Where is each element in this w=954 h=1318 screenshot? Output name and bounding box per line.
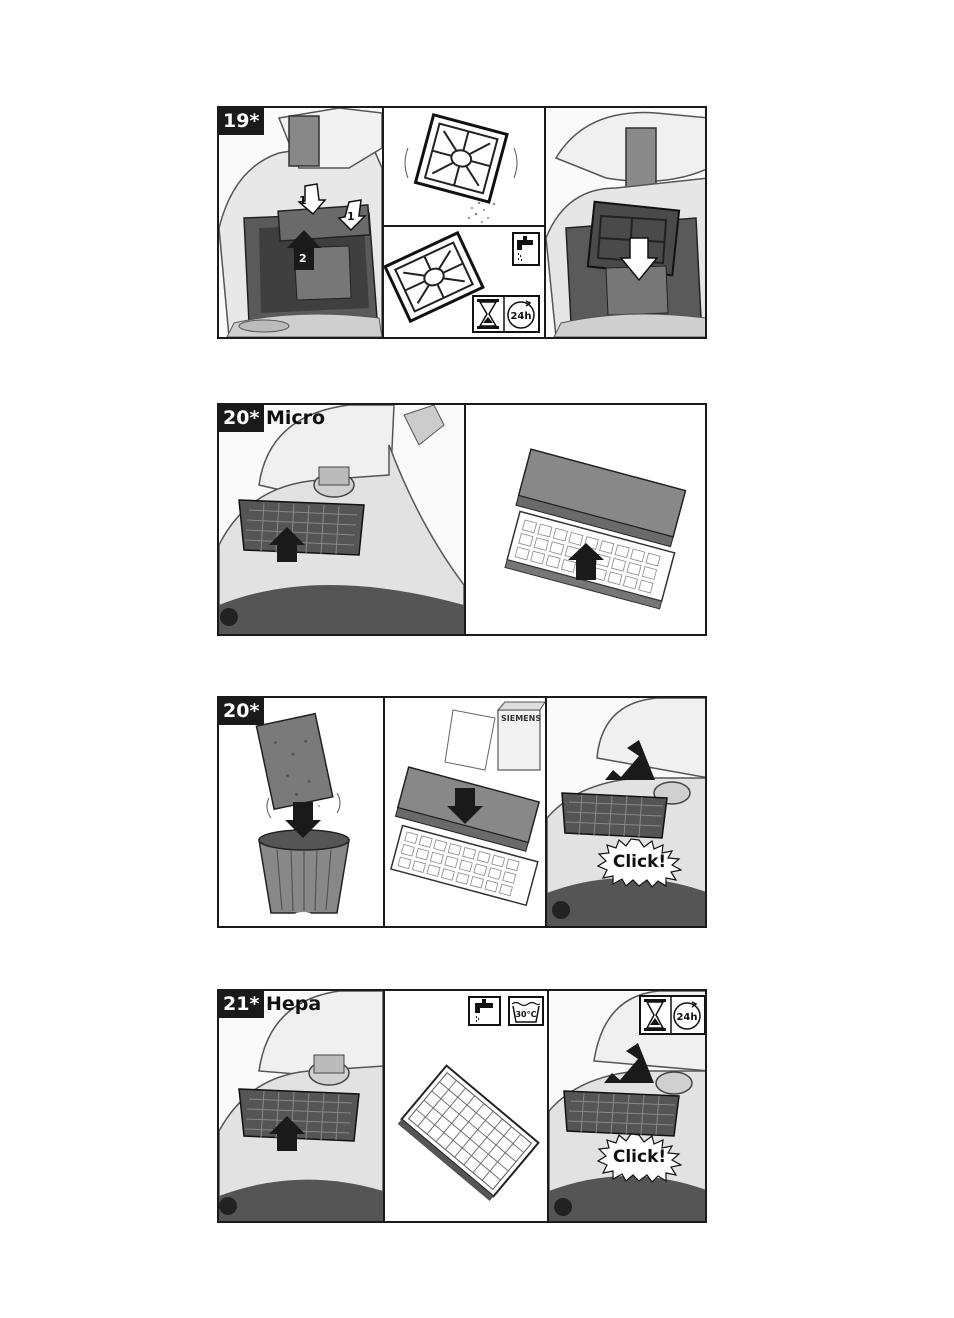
click-burst: Click! xyxy=(597,1133,682,1183)
starburst-icon xyxy=(597,1133,682,1183)
hourglass-icon xyxy=(477,299,499,329)
step-19-remove-filter-illustration: 1 1 2 xyxy=(219,108,382,337)
water-tap-icon xyxy=(468,996,501,1026)
arrow-label-1: 1 xyxy=(299,194,307,207)
divider xyxy=(383,991,385,1221)
drying-time-icon: 24h xyxy=(639,995,705,1035)
vacuum-insert-micro-filter-illustration xyxy=(547,698,705,926)
step-21-wash-hepa-filter-illustration: 30°C xyxy=(385,991,547,1221)
divider xyxy=(544,108,546,337)
temperature-label: 30°C xyxy=(515,1010,536,1019)
step-number-badge: 19* xyxy=(219,108,265,135)
hourglass-icon xyxy=(644,999,666,1031)
starburst-icon xyxy=(597,838,682,888)
hours-label: 24h xyxy=(676,1012,697,1023)
new-filter-package-illustration xyxy=(389,701,545,907)
vacuum-micro-filter-illustration xyxy=(219,405,464,634)
click-burst: Click! xyxy=(597,838,682,888)
click-label: Click! xyxy=(612,1147,667,1167)
clock-24h-icon: 24h xyxy=(673,1001,701,1030)
step-20-micro-filter-parts-illustration xyxy=(466,405,705,634)
grid-filter-shake-illustration xyxy=(404,112,518,223)
step-20-remove-micro-filter-illustration xyxy=(219,405,464,634)
filter-type-title: Micro xyxy=(266,407,326,429)
divider xyxy=(464,405,466,634)
clock-24h-icon: 24h xyxy=(507,300,535,329)
divider xyxy=(383,698,385,926)
water-tap-icon xyxy=(512,232,540,266)
filter-type-title: Hepa xyxy=(266,993,322,1015)
arrow-label-2: 2 xyxy=(299,252,307,265)
step-20-new-filter-illustration: SIEMENS xyxy=(385,698,545,926)
step-20-micro-panel: 20* Micro xyxy=(217,403,707,636)
filter-into-bin-illustration xyxy=(255,712,350,916)
drying-time-icon: 24h xyxy=(472,295,540,333)
step-20-replace-panel: 20* xyxy=(217,696,707,928)
divider xyxy=(545,698,547,926)
step-20-insert-filter-illustration: Click! xyxy=(547,698,705,926)
step-21-hepa-panel: 21* Hepa xyxy=(217,989,707,1223)
hepa-filter-illustration xyxy=(397,1064,540,1201)
step-19-clean-filter-illustration: 24h xyxy=(384,108,544,337)
micro-filter-exploded-illustration xyxy=(504,448,687,610)
step-21-insert-hepa-filter-illustration: Click! 24h xyxy=(549,991,705,1221)
hours-label: 24h xyxy=(510,311,531,322)
step-20-dispose-filter-illustration xyxy=(219,698,383,926)
click-label: Click! xyxy=(612,852,667,872)
step-number-badge: 21* xyxy=(219,991,265,1018)
vacuum-insert-filter-illustration xyxy=(546,111,705,337)
vacuum-hepa-filter-illustration xyxy=(219,991,383,1221)
divider xyxy=(382,108,384,337)
vacuum-open-illustration: 1 1 2 xyxy=(219,108,382,337)
wash-temperature-icon: 30°C xyxy=(508,996,544,1026)
step-19-panel: 19* 1 1 2 xyxy=(217,106,707,339)
grid-filter-dry-illustration xyxy=(384,230,485,324)
divider xyxy=(547,991,549,1221)
step-21-remove-hepa-filter-illustration xyxy=(219,991,383,1221)
step-19-insert-filter-illustration xyxy=(546,108,705,337)
step-number-badge: 20* xyxy=(219,405,265,432)
brand-label: SIEMENS xyxy=(501,714,542,723)
arrow-label-1b: 1 xyxy=(347,210,355,223)
divider xyxy=(384,225,544,227)
step-number-badge: 20* xyxy=(219,698,265,725)
